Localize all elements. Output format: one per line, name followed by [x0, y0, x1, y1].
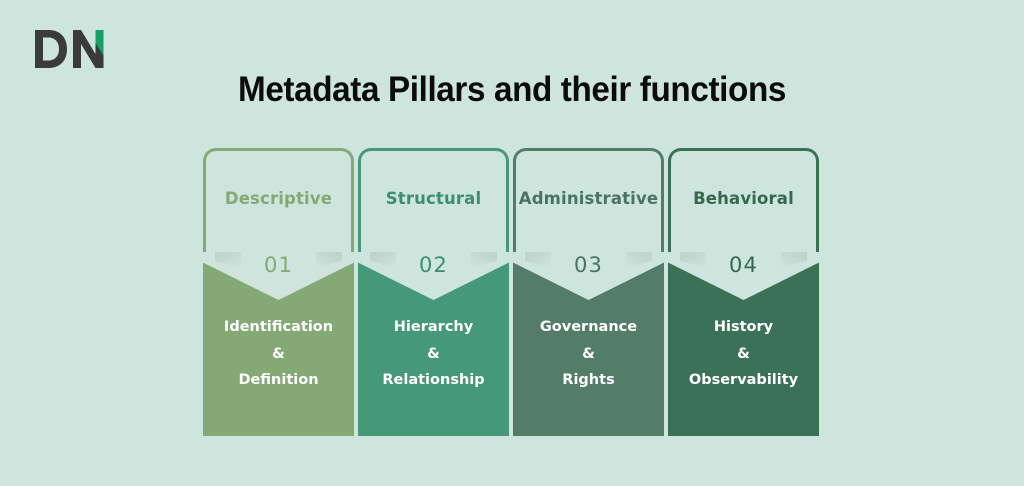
pillar-label: Behavioral — [693, 189, 794, 208]
pillar-function-line: & — [272, 345, 285, 362]
pillar-number: 02 — [418, 253, 449, 277]
pillar-functions: Hierarchy & Relationship — [356, 314, 511, 394]
pillar-card-administrative[interactable]: Administrative 03 Governance & Rights — [511, 148, 666, 436]
page-title: Metadata Pillars and their functions — [237, 70, 786, 109]
pillar-card-descriptive[interactable]: Descriptive 01 Identification & Definiti… — [201, 148, 356, 436]
pillar-label: Descriptive — [224, 189, 333, 208]
pillar-function-line: Rights — [562, 372, 615, 388]
pillar-head: Administrative — [513, 148, 664, 252]
pillar-function-line: & — [737, 345, 750, 362]
pillar-functions: Identification & Definition — [201, 314, 356, 394]
pillar-head: Structural — [358, 148, 509, 252]
pillar-function-line: History — [713, 319, 774, 335]
pillar-function-line: & — [582, 345, 595, 362]
pillar-function-line: Observability — [688, 372, 799, 388]
pillar-function-line: Governance — [539, 319, 638, 335]
pillar-function-line: Relationship — [382, 372, 485, 388]
pillar-card-behavioral[interactable]: Behavioral 04 History & Observability — [666, 148, 821, 436]
pillar-label: Administrative — [518, 189, 659, 208]
pillar-number: 04 — [728, 253, 759, 277]
pillar-label: Structural — [385, 189, 482, 208]
pillar-number: 03 — [573, 253, 604, 277]
pillar-function-line: Hierarchy — [393, 319, 474, 335]
pillar-number: 01 — [263, 253, 294, 277]
pillar-head: Behavioral — [668, 148, 819, 252]
logo-accent-mark — [95, 30, 104, 56]
pillar-function-line: Identification — [223, 319, 334, 335]
pillars-row: Descriptive 01 Identification & Definiti… — [201, 148, 823, 436]
pillar-head: Descriptive — [203, 148, 354, 252]
pillar-functions: History & Observability — [666, 314, 821, 394]
logo-letter-d — [35, 30, 67, 68]
pillar-function-line: Definition — [238, 372, 319, 388]
pillar-card-structural[interactable]: Structural 02 Hierarchy & Relationship — [356, 148, 511, 436]
pillar-function-line: & — [427, 345, 440, 362]
pillar-functions: Governance & Rights — [511, 314, 666, 394]
dn-monogram-logo-icon — [33, 28, 105, 70]
